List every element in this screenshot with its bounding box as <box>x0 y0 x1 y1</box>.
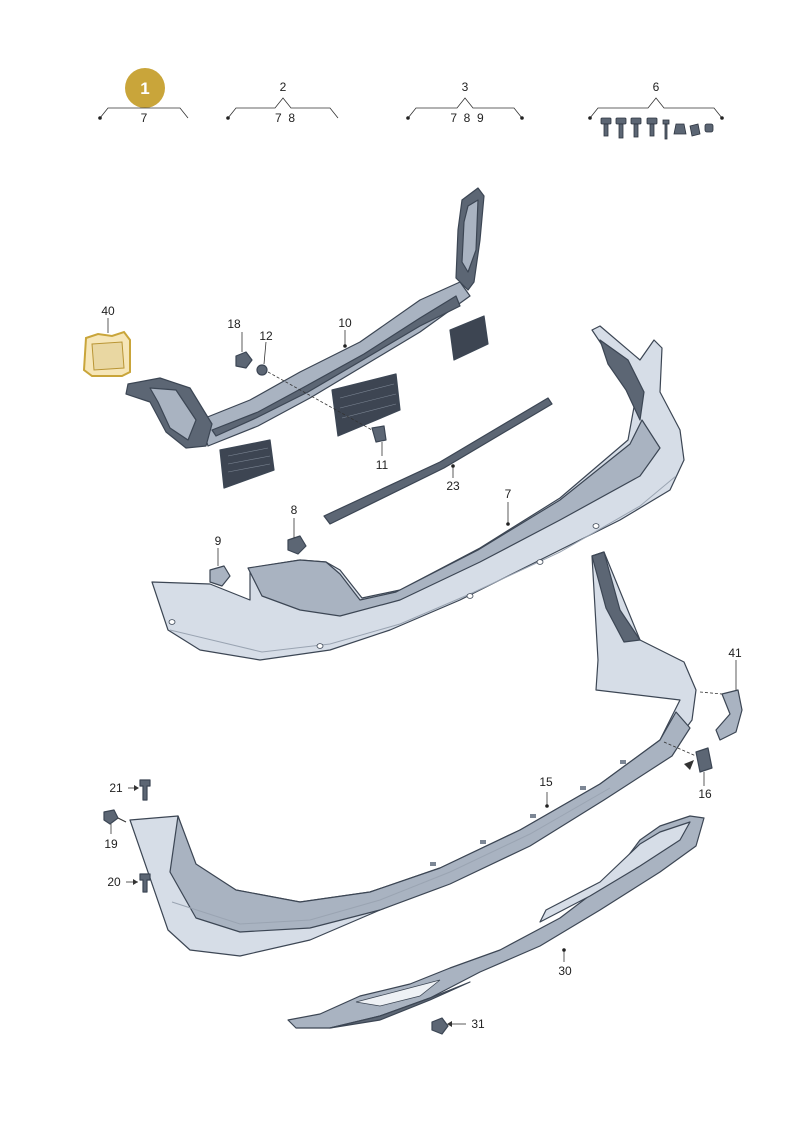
part-41-trim[interactable]: 41 <box>699 646 743 741</box>
part-15-lower-bumper[interactable]: 15 <box>129 551 697 957</box>
callout-41: 41 <box>728 646 742 660</box>
part-12-nut[interactable]: 12 <box>256 329 373 431</box>
part-19-screw[interactable]: 19 <box>103 809 127 851</box>
group-3-sub: 7 8 9 <box>450 111 484 125</box>
group-3-title: 3 <box>462 80 469 94</box>
part-8-grommet[interactable]: 8 <box>287 503 307 555</box>
part-9-bracket[interactable]: 9 <box>209 534 231 587</box>
group-2-sub: 7 8 <box>275 111 295 125</box>
group-3[interactable]: 3 7 8 9 <box>406 80 524 125</box>
part-31-nut[interactable]: 31 <box>431 1017 485 1035</box>
group-2[interactable]: 2 7 8 <box>226 80 339 125</box>
callout-20: 20 <box>107 875 121 889</box>
part-11-bolt[interactable]: 11 <box>371 425 389 472</box>
part-7-bumper-cover[interactable]: 7 <box>151 325 685 661</box>
group-2-title: 2 <box>280 80 287 94</box>
callout-11: 11 <box>376 458 389 472</box>
callout-8: 8 <box>291 503 298 517</box>
group-6-title: 6 <box>653 80 660 94</box>
group-6[interactable]: 6 <box>588 80 724 140</box>
callout-16: 16 <box>698 787 712 801</box>
fastener-set-icon <box>600 117 714 140</box>
part-16-cap[interactable]: 16 <box>663 741 713 801</box>
part-18-clip[interactable]: 18 <box>227 317 253 369</box>
highlight-badge-number: 1 <box>140 79 149 98</box>
group-1[interactable]: 1 7 <box>98 68 189 125</box>
group-1-sub: 7 <box>141 111 148 125</box>
part-30-diffuser[interactable]: 30 <box>287 815 705 1029</box>
callout-10: 10 <box>338 316 352 330</box>
part-40-highlighted[interactable]: 40 <box>82 304 131 377</box>
callout-12: 12 <box>259 329 273 343</box>
callout-7: 7 <box>505 487 512 501</box>
part-23-trim-strip[interactable]: 23 <box>323 397 553 525</box>
callout-30: 30 <box>558 964 572 978</box>
callout-21: 21 <box>109 781 123 795</box>
callout-18: 18 <box>227 317 241 331</box>
callout-40: 40 <box>101 304 115 318</box>
part-21-bolt[interactable]: 21 <box>109 779 151 801</box>
part-20-bolt[interactable]: 20 <box>107 873 151 893</box>
callout-9: 9 <box>215 534 222 548</box>
part-10-carrier[interactable]: 10 <box>125 187 489 489</box>
highlight-badge[interactable] <box>125 68 165 108</box>
callout-19: 19 <box>104 837 118 851</box>
callout-23: 23 <box>446 479 460 493</box>
callout-15: 15 <box>539 775 553 789</box>
callout-31: 31 <box>471 1017 485 1031</box>
